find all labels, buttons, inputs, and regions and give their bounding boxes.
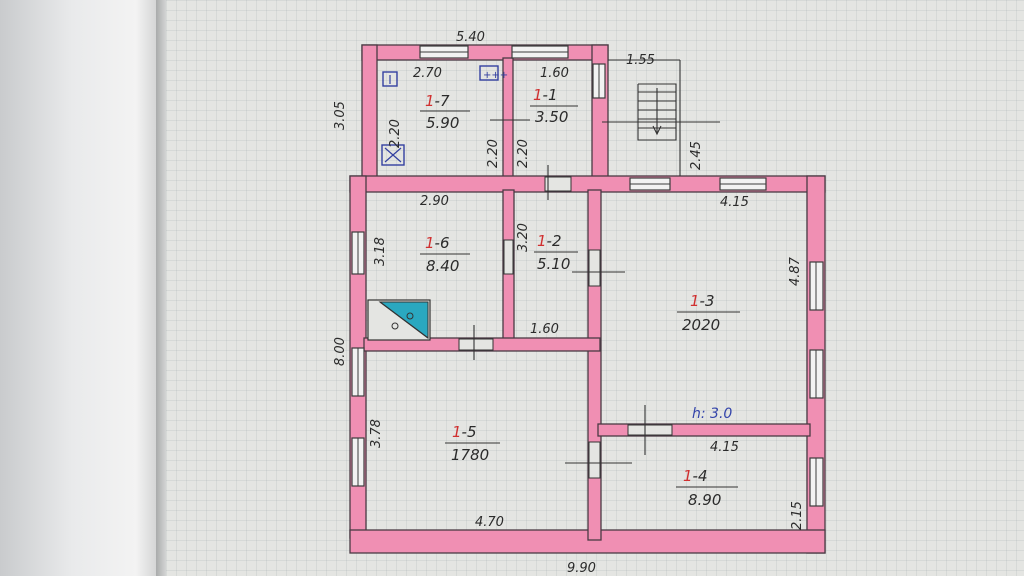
room-1-5-area: 1780	[451, 446, 489, 464]
dim-r15-width: 4.70	[475, 515, 504, 530]
room-1-4-area: 8.90	[688, 491, 721, 509]
room-1-7-number: 1-7	[425, 92, 450, 110]
dim-top-total: 5.40	[456, 30, 485, 45]
dim-r11-right: 2.20	[516, 139, 531, 168]
dim-left-total: 8.00	[333, 337, 348, 366]
dim-r12-width: 1.60	[530, 322, 559, 337]
dim-porch-width: 1.55	[626, 53, 655, 68]
dim-r13-width: 4.15	[720, 195, 749, 210]
dimension-lines	[473, 119, 720, 464]
door-13-14	[627, 424, 673, 436]
left-page	[0, 0, 160, 576]
door-12-13	[588, 249, 601, 287]
dim-r13-height: 4.87	[788, 256, 803, 286]
room-1-6-area: 8.40	[426, 257, 459, 275]
room-1-1-area: 3.50	[535, 108, 568, 126]
room-1-7-area: 5.90	[426, 114, 459, 132]
door-16-12	[503, 239, 514, 275]
svg-text:+++: +++	[483, 70, 508, 81]
stove-icon	[367, 299, 431, 341]
dim-r12-height: 3.20	[516, 223, 531, 252]
sink-icon	[382, 71, 398, 87]
wall-top-upper	[361, 44, 609, 61]
room-1-2-area: 5.10	[537, 255, 570, 273]
ceiling-height-label: h: 3.0	[692, 406, 732, 422]
room-labels: 1-7 5.90 1-1 3.50 1-6 8.40 1-2 5.10 1-3 …	[420, 86, 740, 509]
room-1-3-number: 1-3	[690, 292, 715, 310]
book-gutter	[156, 0, 168, 576]
dim-left-upper: 3.05	[333, 101, 348, 130]
dim-r14-height: 2.15	[790, 501, 805, 530]
wall-partition-12-13	[587, 189, 602, 541]
bath-icon	[381, 144, 405, 166]
dim-r16-height: 3.18	[373, 237, 388, 266]
dim-r14-width: 4.15	[710, 440, 739, 455]
windows	[351, 45, 824, 507]
door-15-14	[588, 441, 601, 479]
dim-top-mid-room: 1.60	[540, 66, 569, 81]
door-16-15	[458, 338, 494, 351]
dimension-labels: 5.40 2.70 1.60 1.55 3.05 2.20 2.20 2.20 …	[333, 30, 805, 576]
gas-meter-icon: +++	[479, 65, 508, 81]
stairs-icon	[608, 59, 681, 176]
dim-r16-width: 2.90	[420, 194, 449, 209]
dim-porch-depth: 2.45	[689, 141, 704, 170]
dim-r11-left: 2.20	[486, 139, 501, 168]
room-1-6-number: 1-6	[425, 234, 450, 252]
room-1-3-area: 2020	[682, 316, 720, 334]
dim-r17-inner: 2.20	[388, 119, 403, 148]
dim-top-left-room: 2.70	[413, 66, 442, 81]
wall-left-upper	[361, 44, 378, 189]
door-11-main	[544, 176, 572, 192]
dim-r15-height: 3.78	[369, 419, 384, 448]
room-1-1-number: 1-1	[533, 86, 558, 104]
room-1-2-number: 1-2	[537, 232, 562, 250]
room-1-5-number: 1-5	[452, 423, 477, 441]
walls	[349, 44, 826, 554]
room-1-4-number: 1-4	[683, 467, 708, 485]
dim-bottom-total: 9.90	[567, 561, 596, 576]
